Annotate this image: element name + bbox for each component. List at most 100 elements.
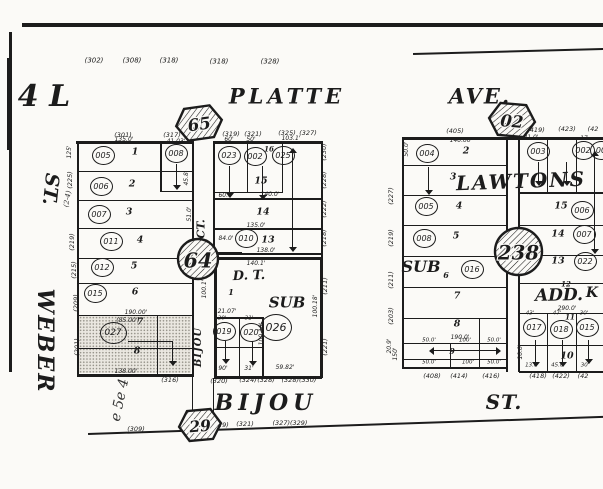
- parcel-id-circle: 019: [212, 321, 236, 341]
- handwritten-note: e 5e 4: [107, 377, 133, 423]
- map-line: [403, 318, 506, 320]
- address-label: (222): [319, 200, 328, 218]
- subdivision-label-add: ADD.: [534, 285, 584, 306]
- lot-number: 8: [133, 345, 141, 357]
- map-line: [519, 255, 603, 257]
- arrowhead-icon: [590, 249, 599, 254]
- arrow-line: [252, 341, 254, 362]
- address-label: (328)(330): [281, 375, 317, 384]
- map-line: [282, 142, 284, 193]
- address-label: (414): [450, 371, 468, 380]
- dimension-label: 100': [461, 359, 475, 366]
- street-label-weber: WEBER: [32, 288, 58, 394]
- map-line: [403, 256, 506, 258]
- map-line: [78, 228, 193, 230]
- address-label: (218): [319, 229, 328, 247]
- arrow-line: [172, 341, 174, 362]
- dimension-label: 103.1': [281, 135, 301, 142]
- map-line: [519, 313, 603, 315]
- arrowhead-icon: [258, 195, 267, 200]
- map-line: [519, 283, 603, 285]
- arrowhead-icon: [429, 346, 434, 355]
- map-line: [160, 191, 193, 193]
- parcel-id-circle: 008: [164, 143, 188, 163]
- block-number-text: 64: [184, 248, 213, 273]
- arrowhead-icon: [424, 190, 433, 195]
- dimension-label: 21.0': [523, 134, 539, 141]
- address-label: (301): [114, 130, 132, 139]
- dimension-label: 30': [580, 362, 590, 369]
- map-line: [213, 378, 215, 420]
- subdivision-label-dt-sub: SUB: [268, 293, 306, 312]
- parcel-id-circle: 025: [271, 145, 295, 165]
- arrow-line: [225, 341, 227, 360]
- street-label-st-left: ST.: [37, 171, 64, 207]
- lot-number: 5: [452, 230, 460, 242]
- dimension-label: 140.00': [449, 137, 473, 144]
- block-number-badge: 238: [493, 226, 543, 276]
- map-line: [215, 192, 283, 194]
- arrow-line: [594, 155, 596, 250]
- map-line: [88, 415, 603, 435]
- street-label-ave: AVE.: [448, 83, 512, 109]
- parcel-id-circle: 008: [412, 228, 436, 248]
- parcel-id-circle: 003: [526, 141, 550, 161]
- block-number-text: 65: [186, 112, 212, 135]
- parcel-id-circle: 004: [415, 143, 439, 163]
- dimension-label: 50.0': [403, 141, 410, 157]
- map-line: [213, 141, 323, 144]
- lot-number: 1: [131, 146, 139, 158]
- map-line: [78, 283, 193, 285]
- lot-number: 3: [125, 206, 133, 218]
- arrowhead-icon: [225, 193, 234, 198]
- map-line: [479, 318, 481, 367]
- parcel-id-circle: 006: [89, 176, 113, 196]
- dimension-label: 50.0': [422, 359, 436, 366]
- map-line: [403, 343, 506, 345]
- address-label: (328): [257, 375, 275, 384]
- address-label: (211): [320, 277, 329, 295]
- map-line: [215, 228, 322, 230]
- dimension-label: 190.0': [450, 334, 470, 341]
- map-line: [519, 225, 603, 227]
- dimension-label: 31': [244, 365, 254, 372]
- address-label: (325): [278, 128, 296, 137]
- map-line: [519, 192, 603, 194]
- arrowhead-icon: [558, 362, 567, 367]
- dimension-label: 135.0': [246, 222, 266, 229]
- map-line: [547, 313, 549, 371]
- map-line: [22, 23, 603, 27]
- address-label: (308): [122, 56, 142, 65]
- dimension-label: 30': [579, 310, 589, 317]
- address-label: (327)(329): [272, 418, 308, 427]
- arrow-line: [538, 162, 540, 182]
- street-label-st-bottom: ST.: [485, 390, 523, 414]
- parcel-id-circle: 017: [522, 317, 546, 337]
- dimension-label: 47': [552, 310, 562, 317]
- lot-number: 7: [453, 290, 461, 302]
- dimension-label: 10.0': [517, 344, 524, 360]
- map-line: [128, 341, 173, 343]
- lot-number: 14: [256, 206, 270, 218]
- address-label: (209): [71, 294, 80, 312]
- address-label: (211): [386, 271, 395, 289]
- map-line: [403, 165, 506, 167]
- address-label: (201): [72, 338, 81, 356]
- arrow-line: [428, 167, 430, 191]
- subdivision-sub-number: 6: [443, 270, 449, 280]
- map-line: [215, 198, 322, 200]
- address-label: (309): [127, 424, 145, 433]
- circle-badge-shape: [493, 226, 543, 276]
- map-line: [78, 171, 193, 173]
- address-label: (318): [159, 56, 179, 65]
- map-line: [320, 257, 323, 378]
- address-label: (42: [587, 124, 599, 133]
- arrowhead-icon: [534, 181, 543, 186]
- street-label-bijou: BIJOU: [214, 390, 318, 416]
- dimension-label: 59.82': [275, 364, 295, 371]
- block-number-badge: 02: [487, 101, 537, 139]
- lot-number: 6: [131, 286, 139, 298]
- address-label: (320): [210, 376, 228, 385]
- address-label: (221): [320, 338, 329, 356]
- parcel-id-circle: 007: [572, 224, 596, 244]
